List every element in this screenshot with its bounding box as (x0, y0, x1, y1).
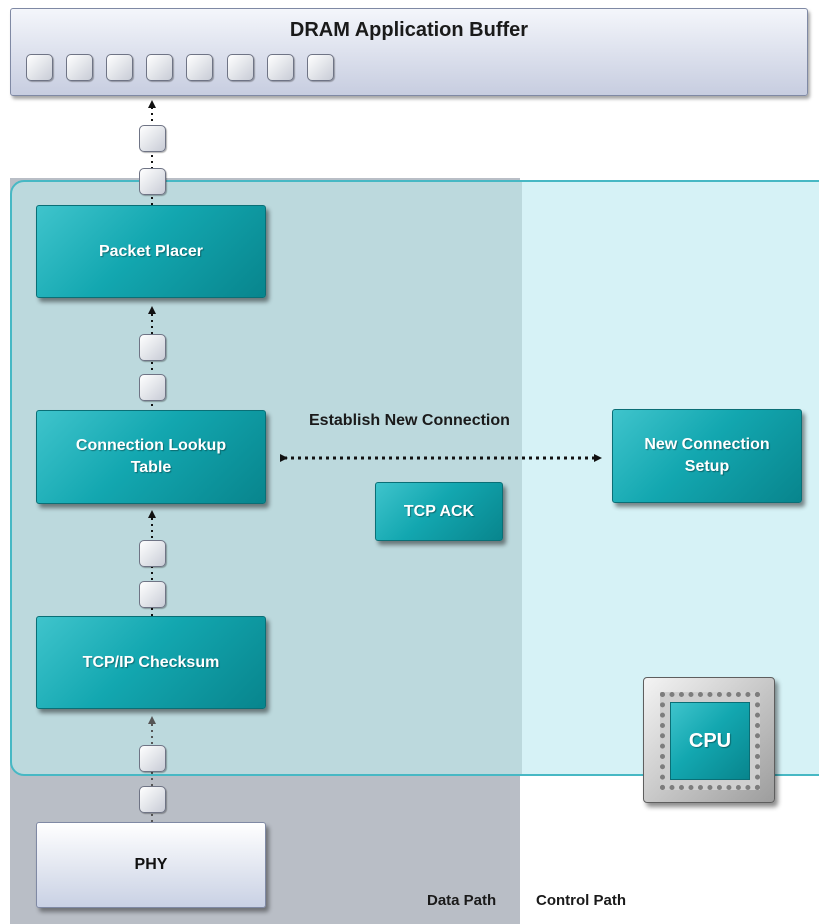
data-path-label: Data Path (427, 892, 497, 909)
dram-application-buffer: DRAM Application Buffer (10, 8, 808, 96)
packet-placer-label: Packet Placer (98, 242, 204, 260)
packet-icon (139, 125, 166, 152)
packet-icon (139, 168, 166, 195)
dram-title: DRAM Application Buffer (289, 19, 529, 41)
connection-lookup-label-line2: Table (130, 459, 172, 476)
buffer-slot (186, 54, 213, 81)
new-connection-label-line1: New Connection (644, 436, 770, 453)
cpu-label: CPU (688, 729, 732, 752)
buffer-slot (106, 54, 133, 81)
buffer-slot (267, 54, 294, 81)
buffer-slot (26, 54, 53, 81)
cpu-core: CPU (670, 702, 750, 780)
packet-icon (139, 374, 166, 401)
tcp-ip-checksum-label: TCP/IP Checksum (82, 653, 220, 671)
packet-icon (139, 786, 166, 813)
packet-icon (139, 581, 166, 608)
new-connection-label-line2: Setup (684, 458, 730, 475)
buffer-slot (227, 54, 254, 81)
packet-icon (139, 540, 166, 567)
packet-icon (139, 334, 166, 361)
phy-block: PHY (36, 822, 266, 908)
packet-placer-block: Packet Placer (36, 205, 266, 298)
phy-label: PHY (134, 856, 168, 873)
buffer-slot (307, 54, 334, 81)
cpu-chip-icon: CPU (643, 677, 775, 803)
packet-icon (139, 745, 166, 772)
new-connection-setup-block: New Connection Setup (612, 409, 802, 503)
control-path-label: Control Path (536, 892, 626, 909)
establish-connection-label: Establish New Connection (309, 412, 510, 429)
tcp-ack-label: TCP ACK (403, 502, 475, 520)
connection-lookup-label-line1: Connection Lookup (75, 437, 227, 454)
tcp-ip-checksum-block: TCP/IP Checksum (36, 616, 266, 709)
buffer-slot (66, 54, 93, 81)
connection-lookup-table-block: Connection Lookup Table (36, 410, 266, 504)
tcp-ack-block: TCP ACK (375, 482, 503, 541)
buffer-slot (146, 54, 173, 81)
